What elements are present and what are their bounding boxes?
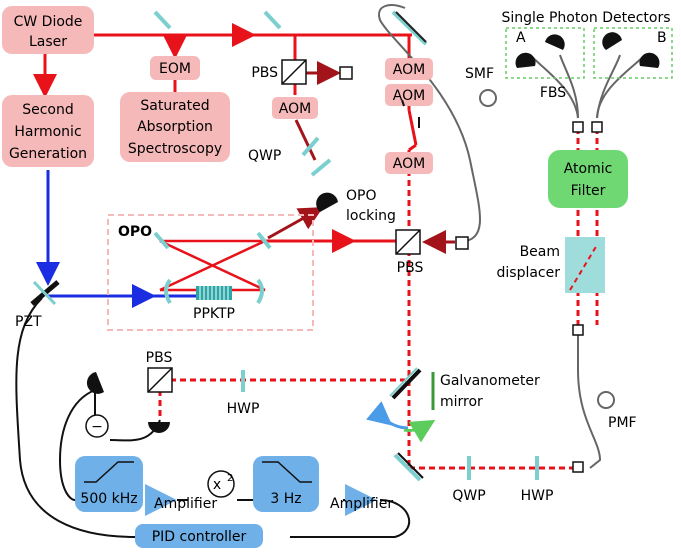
qwp-bottom-label: QWP xyxy=(452,488,485,504)
ppktp-label: PPKTP xyxy=(193,306,235,322)
pzt-mirror-face xyxy=(32,280,57,306)
squarer-exp: 2 xyxy=(227,473,233,484)
pzt-label: PZT xyxy=(15,314,42,330)
highpass-filter-box: 3 Hz xyxy=(253,456,319,512)
beam-displacer-label-2: displacer xyxy=(497,265,561,281)
squarer-x: x xyxy=(213,477,221,493)
aom-3-label: AOM xyxy=(393,88,425,104)
galvanometer-mirror-icon xyxy=(391,368,422,400)
opo-locking-detector: OPO locking xyxy=(316,188,396,224)
fbs-port-b xyxy=(591,121,603,133)
amplifier-2-label: Amplifier xyxy=(330,496,393,512)
aom-3: AOM xyxy=(385,84,433,106)
opo-flat-mirror-right xyxy=(256,231,272,250)
aom-4-label: AOM xyxy=(393,156,425,172)
opo-curved-mirror-right xyxy=(256,278,264,305)
amplifier-1: Amplifier xyxy=(145,484,217,516)
detector-a2-icon xyxy=(515,52,536,68)
pbs-mid-label: PBS xyxy=(397,260,424,276)
opo-flat-mirror-left xyxy=(153,231,170,250)
cw-laser-label-2: Laser xyxy=(29,34,67,50)
balanced-detector-2-icon xyxy=(148,422,170,433)
cw-diode-laser-box: CW Diode Laser xyxy=(2,6,94,54)
detector-b1-icon xyxy=(602,32,622,50)
eom-label: EOM xyxy=(159,61,191,77)
pbs-bottom-label: PBS xyxy=(146,350,173,366)
ppktp-crystal xyxy=(196,286,232,300)
atomic-filter-label-1: Atomic xyxy=(564,161,613,177)
fiber-coupler-top-icon xyxy=(339,66,353,80)
opo-label: OPO xyxy=(118,224,152,240)
pmf-label: PMF xyxy=(608,415,637,431)
detector-a-label: A xyxy=(516,30,526,46)
sas-label-3: Spectroscopy xyxy=(128,141,222,157)
subtractor-symbol: − xyxy=(91,419,103,435)
lowpass-filter-box: 500 kHz xyxy=(75,456,143,512)
opo-locking-label-1: OPO xyxy=(346,188,376,204)
atomic-filter-label-2: Filter xyxy=(571,183,606,199)
beam-displacer: Beam displacer xyxy=(497,237,605,293)
shg-box: Second Harmonic Generation xyxy=(2,95,94,167)
pid-controller-box: PID controller xyxy=(135,524,263,548)
smf-label: SMF xyxy=(465,66,494,82)
detector-b2-icon xyxy=(639,52,660,68)
lowpass-label: 500 kHz xyxy=(80,491,137,507)
sas-label-2: Absorption xyxy=(137,119,213,135)
subtractor-icon xyxy=(85,414,109,438)
shg-label-2: Harmonic xyxy=(14,124,81,140)
detector-b-label: B xyxy=(657,30,667,46)
mirror-right-icon xyxy=(391,10,428,46)
aom-1-label: AOM xyxy=(279,101,311,117)
retro-mirror-icon xyxy=(310,158,332,177)
mirror-top-icon xyxy=(263,10,282,30)
pid-feedback-cable xyxy=(15,297,411,538)
amplifier-2: Amplifier xyxy=(330,484,393,516)
opo-module: OPO PPKTP xyxy=(107,214,314,331)
spd-title: Single Photon Detectors xyxy=(501,10,670,26)
eom-box: EOM xyxy=(150,56,200,80)
shg-label-3: Generation xyxy=(9,146,87,162)
shg-label-1: Second xyxy=(22,102,74,118)
fiber-coupler-mid-icon xyxy=(455,236,469,250)
detector-a1-icon xyxy=(545,34,565,50)
beam-displacer-label-1: Beam xyxy=(520,244,560,260)
amplifier-1-label: Amplifier xyxy=(154,496,217,512)
mirror-bottom-edge-icon xyxy=(397,452,424,479)
mirror-bottom-icon xyxy=(393,453,422,482)
sas-box: Saturated Absorption Spectroscopy xyxy=(120,92,230,162)
squarer: x 2 xyxy=(207,470,235,498)
opo-locking-label-2: locking xyxy=(346,208,396,224)
mirror-right-edge-icon xyxy=(395,11,427,43)
aom-2-label: AOM xyxy=(393,62,425,78)
qwp-top-icon xyxy=(301,136,320,157)
pbs-top-label: PBS xyxy=(251,65,278,81)
highpass-label: 3 Hz xyxy=(270,491,301,507)
aom-1: AOM xyxy=(272,97,318,119)
single-photon-detectors: Single Photon Detectors A B FBS xyxy=(501,10,673,101)
hwp-bottom-label: HWP xyxy=(521,488,554,504)
aom-4: AOM xyxy=(385,152,433,174)
blue-beams xyxy=(36,170,200,308)
pid-label: PID controller xyxy=(152,529,247,545)
hwp-left-label: HWP xyxy=(227,401,260,417)
fbs-port-a xyxy=(572,121,584,133)
cw-laser-label-1: CW Diode xyxy=(14,14,83,30)
optics: PBS QWP SMF PBS PZT PMF PBS HWP − Galvan… xyxy=(15,10,637,504)
galvo-label-1: Galvanometer xyxy=(440,373,540,389)
mirror-eom-icon xyxy=(153,10,172,30)
galvo-label-2: mirror xyxy=(440,394,483,410)
atomic-filter-box: Atomic Filter xyxy=(548,150,628,208)
aom-2: AOM xyxy=(385,58,433,80)
opo-locking-detector-icon xyxy=(316,192,338,212)
coupler-displacer-out xyxy=(572,324,584,336)
coupler-pmf-in xyxy=(572,461,584,473)
qwp-top-label: QWP xyxy=(248,148,281,164)
sas-label-1: Saturated xyxy=(140,98,209,114)
balanced-detector-1-icon xyxy=(86,372,104,394)
opo-curved-mirror-left xyxy=(164,278,172,305)
fbs-label: FBS xyxy=(540,85,566,101)
opo-cavity-beams xyxy=(159,239,266,292)
